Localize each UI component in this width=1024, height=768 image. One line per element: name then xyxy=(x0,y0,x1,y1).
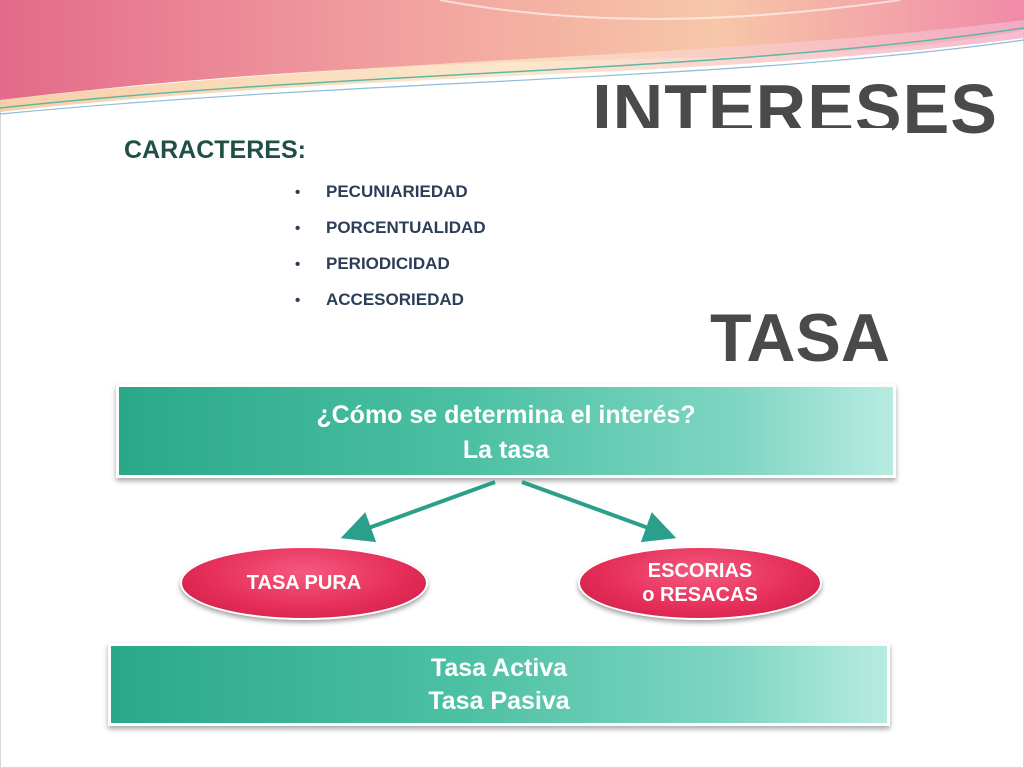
list-item: • PORCENTUALIDAD xyxy=(295,210,486,246)
rates-box: Tasa Activa Tasa Pasiva xyxy=(108,643,890,726)
escorias-oval: ESCORIAS o RESACAS xyxy=(578,546,822,620)
escorias-label-line2: o RESACAS xyxy=(642,584,758,606)
characters-list: • PECUNIARIEDAD • PORCENTUALIDAD • PERIO… xyxy=(295,174,486,318)
list-item-label: ACCESORIEDAD xyxy=(326,290,464,309)
list-item-label: PECUNIARIEDAD xyxy=(326,182,468,201)
bullet-icon: • xyxy=(295,219,301,237)
arrow-left-icon xyxy=(340,480,496,543)
list-item: • PERIODICIDAD xyxy=(295,246,486,282)
arrow-right-icon xyxy=(521,480,677,543)
bullet-icon: • xyxy=(295,183,301,201)
answer-text: La tasa xyxy=(462,436,550,464)
list-item-label: PERIODICIDAD xyxy=(326,254,450,273)
decorative-swoosh xyxy=(0,0,1024,115)
question-box: ¿Cómo se determina el interés? La tasa xyxy=(116,384,896,478)
list-item-label: PORCENTUALIDAD xyxy=(326,218,486,237)
tasa-pura-label: TASA PURA xyxy=(246,571,362,594)
tasa-pasiva-text: Tasa Pasiva xyxy=(428,686,570,715)
subtitle-tasa: TASA xyxy=(709,300,890,376)
bullet-icon: • xyxy=(295,291,301,309)
list-item: • ACCESORIEDAD xyxy=(295,282,486,318)
tasa-pura-oval: TASA PURA xyxy=(180,546,428,620)
escorias-label-line1: ESCORIAS xyxy=(647,560,753,582)
bullet-icon: • xyxy=(295,255,301,273)
tasa-activa-text: Tasa Activa xyxy=(430,654,568,682)
list-item: • PECUNIARIEDAD xyxy=(295,174,486,210)
characters-panel: CARACTERES: • PECUNIARIEDAD • PORCENTUAL… xyxy=(114,128,892,318)
branch-arrows xyxy=(340,480,677,543)
question-text: ¿Cómo se determina el interés? xyxy=(316,401,696,429)
characters-label: CARACTERES: xyxy=(124,136,306,164)
